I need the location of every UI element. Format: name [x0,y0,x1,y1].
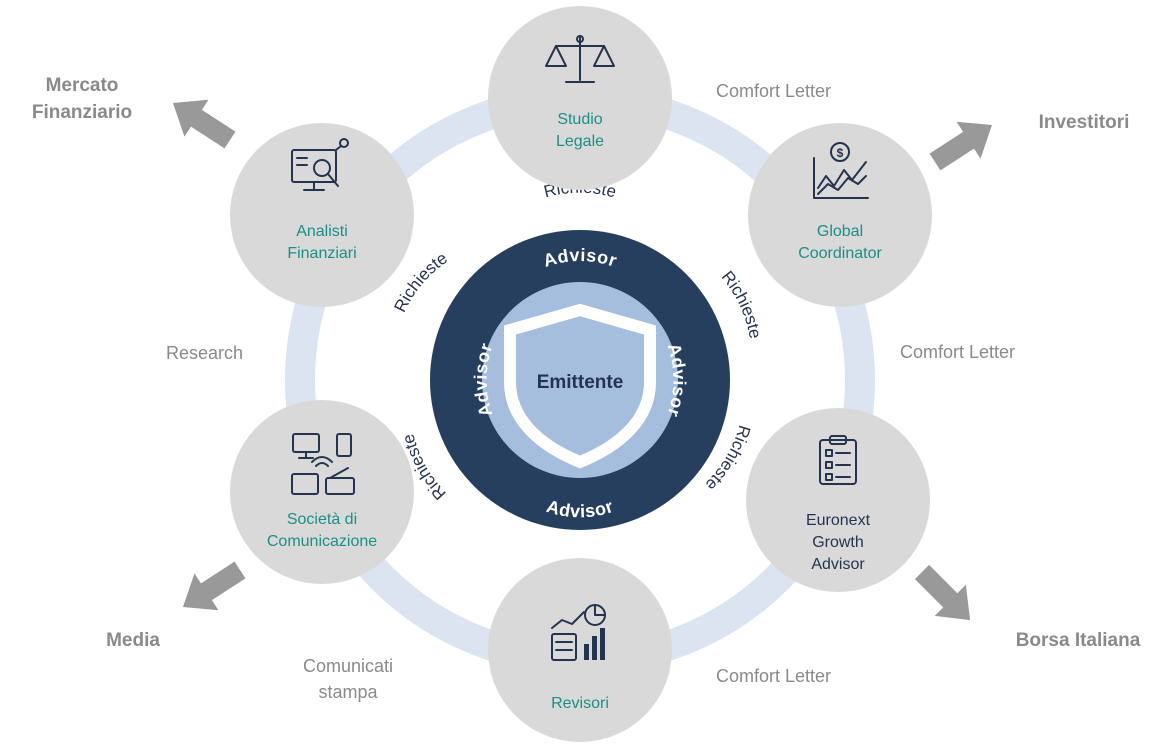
node-societa: Società di Comunicazione [230,400,414,584]
arrow-investitori [929,121,993,171]
audit-charts-icon [551,604,606,661]
euronext-line-1: Euronext [806,512,871,529]
borsa-label: Borsa Italiana [1016,630,1141,651]
global-coordinator-line-1: Global [817,223,863,240]
analisti-line-1: Analisti [296,223,348,240]
euronext-line-2: Growth [812,534,864,551]
global-coordinator-line-2: Coordinator [798,245,882,262]
arrow-media [182,561,246,611]
mercato-line-1: Mercato [46,75,119,96]
node-euronext: Euronext Growth Advisor [746,408,930,592]
comunicati-line-1: Comunicati [303,656,393,676]
comfort-letter-bottom: Comfort Letter [716,666,831,686]
euronext-line-3: Advisor [811,556,865,573]
svg-text:$: $ [837,146,844,160]
emittente-label: Emittente [537,372,624,393]
arrow-mercato [172,99,236,149]
societa-line-2: Comunicazione [267,533,377,550]
richieste-top-right: Richieste [718,267,765,340]
investitori-label: Investitori [1039,112,1130,133]
comunicati-line-2: stampa [318,682,378,702]
scales-icon [545,35,615,83]
societa-line-1: Società di [287,511,357,528]
media-devices-icon [291,433,355,495]
research-label: Research [166,343,243,363]
investment-chart-icon: $ [813,142,869,199]
media-label: Media [106,630,160,651]
arrow-borsa [914,564,971,621]
mercato-line-2: Finanziario [32,102,132,123]
node-revisori: Revisori [488,558,672,742]
checklist-clipboard-icon [819,435,857,485]
node-analisti: Analisti Finanziari [230,123,414,307]
node-studio-legale: Studio Legale [488,6,672,190]
analisti-line-2: Finanziari [287,245,356,262]
revisori-label: Revisori [551,695,609,712]
studio-legale-line-1: Studio [557,111,602,128]
analysis-screen-icon [291,138,349,191]
comfort-letter-right: Comfort Letter [900,342,1015,362]
shield-icon [504,303,656,469]
studio-legale-line-2: Legale [556,133,604,150]
node-global-coordinator: $ Global Coordinator [748,123,932,307]
comfort-letter-top: Comfort Letter [716,81,831,101]
